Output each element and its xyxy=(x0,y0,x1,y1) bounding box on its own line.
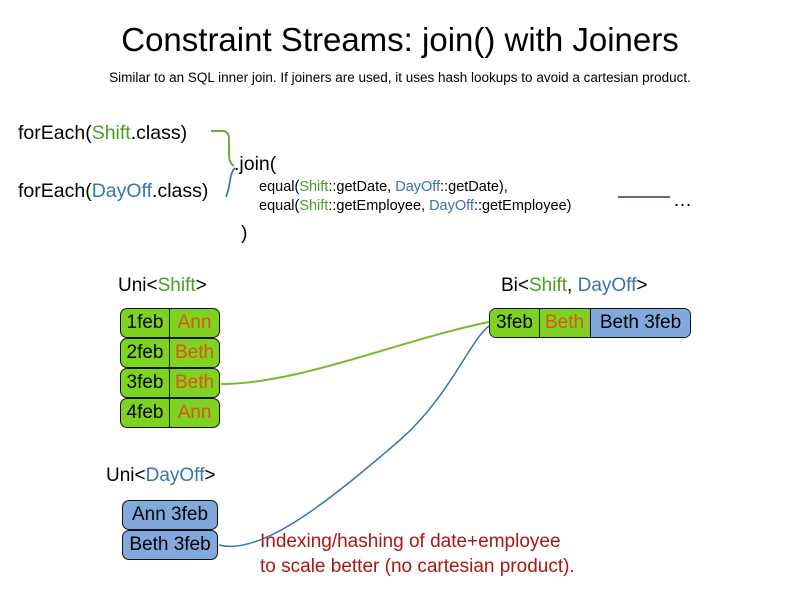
label-uni-shift: Uni<Shift> xyxy=(118,274,207,298)
code-foreach-dayoff-prefix: forEach( xyxy=(18,180,92,202)
joiner-0-left-method: ::getDate, xyxy=(328,179,396,195)
label-uni-shift-type: Shift xyxy=(157,275,196,296)
joiner-1-right-method: ::getEmployee) xyxy=(473,198,572,214)
label-bi-stream: Bi<Shift, DayOff> xyxy=(501,274,647,298)
joiner-0-right-method: ::getDate), xyxy=(440,179,508,195)
shift-date-cell: 1feb xyxy=(126,312,164,333)
bi-dayoff-cell: Beth 3feb xyxy=(590,309,690,337)
label-uni-shift-prefix: Uni< xyxy=(118,275,158,296)
table-row[interactable]: Beth 3feb xyxy=(122,530,218,560)
wire-shift-row-to-bi xyxy=(220,321,490,385)
label-bi-suffix: > xyxy=(636,275,648,296)
table-row[interactable]: Ann 3feb xyxy=(122,500,218,530)
code-foreach-dayoff: forEach(DayOff.class) xyxy=(18,179,208,203)
shift-date-cell: 2feb xyxy=(126,342,164,363)
wire-dayoff-row-to-bi xyxy=(218,325,490,548)
code-join-close: ) xyxy=(241,222,248,244)
dayoff-cell: Ann 3feb xyxy=(131,504,209,525)
joiner-1-right-type: DayOff xyxy=(429,198,474,214)
joiner-1-call: equal( xyxy=(259,198,300,214)
code-foreach-shift-suffix: .class) xyxy=(130,122,188,144)
table-row[interactable]: 3feb Beth xyxy=(120,368,220,398)
annotation-line-2: to scale better (no cartesian product). xyxy=(260,556,575,577)
code-joiner-equal-date: equal(Shift::getDate, DayOff::getDate), xyxy=(259,178,508,197)
shift-date-cell: 4feb xyxy=(126,402,164,423)
table-row[interactable]: 2feb Beth xyxy=(120,338,220,368)
joiner-0-call: equal( xyxy=(259,179,300,195)
label-uni-dayoff-type: DayOff xyxy=(145,465,205,486)
label-bi-type-a: Shift xyxy=(529,275,568,296)
label-uni-dayoff-suffix: > xyxy=(204,465,216,486)
table-row[interactable]: 1feb Ann xyxy=(120,308,220,338)
annotation-note: Indexing/hashing of date+employee to sca… xyxy=(260,529,575,579)
shift-employee-cell: Beth xyxy=(169,339,219,367)
joiner-0-right-type: DayOff xyxy=(395,179,441,195)
page-subtitle: Similar to an SQL inner join. If joiners… xyxy=(109,70,691,85)
code-ellipsis: … xyxy=(673,190,693,211)
wire-shift-to-join xyxy=(211,130,235,167)
label-bi-separator: , xyxy=(567,275,578,296)
shift-employee-cell: Beth xyxy=(169,369,219,397)
shift-date-cell: 3feb xyxy=(126,372,164,393)
joiner-1-left-type: Shift xyxy=(299,198,329,214)
label-uni-dayoff: Uni<DayOff> xyxy=(106,464,216,488)
code-foreach-shift-type: Shift xyxy=(91,122,131,144)
bi-shift-employee-cell: Beth xyxy=(539,309,590,337)
table-row[interactable]: 4feb Ann xyxy=(120,398,220,428)
code-foreach-dayoff-suffix: .class) xyxy=(152,180,209,202)
label-uni-dayoff-prefix: Uni< xyxy=(106,465,146,486)
joiner-0-left-type: Shift xyxy=(299,179,329,195)
shift-employee-cell: Ann xyxy=(169,309,219,337)
dayoff-cell: Beth 3feb xyxy=(129,534,211,555)
code-joiner-equal-employee: equal(Shift::getEmployee, DayOff::getEmp… xyxy=(259,197,571,216)
bi-shift-date-cell: 3feb xyxy=(490,309,539,337)
shift-employee-cell: Ann xyxy=(169,399,219,427)
page-title: Constraint Streams: join() with Joiners xyxy=(121,21,679,58)
label-uni-shift-suffix: > xyxy=(195,275,207,296)
label-bi-prefix: Bi< xyxy=(501,275,529,296)
code-foreach-shift-prefix: forEach( xyxy=(18,122,92,144)
bi-tuple-row[interactable]: 3feb Beth Beth 3feb xyxy=(489,308,691,338)
label-bi-type-b: DayOff xyxy=(577,275,637,296)
code-foreach-dayoff-type: DayOff xyxy=(91,180,153,202)
code-foreach-shift: forEach(Shift.class) xyxy=(18,121,187,145)
annotation-line-1: Indexing/hashing of date+employee xyxy=(260,531,561,552)
joiner-1-left-method: ::getEmployee, xyxy=(328,198,430,214)
code-join-open: .join( xyxy=(234,153,277,175)
